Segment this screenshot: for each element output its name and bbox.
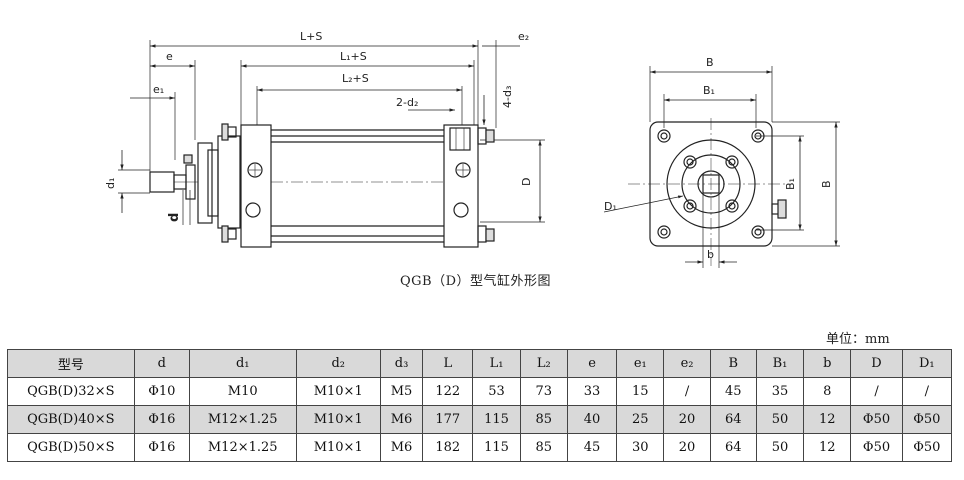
dim-e1: e₁ <box>153 83 164 96</box>
table-cell: 115 <box>472 433 521 462</box>
dim-e: e <box>166 50 173 63</box>
header-cell: L <box>422 349 474 378</box>
table-cell: M10×1 <box>295 377 381 406</box>
table-cell: Φ50 <box>850 405 903 434</box>
table-cell: / <box>850 377 903 406</box>
table-cell: 45 <box>566 433 618 462</box>
dim-d1-end: D₁ <box>604 200 617 213</box>
header-cell: B <box>709 349 757 378</box>
table-cell: 40 <box>566 405 618 434</box>
table-cell: 182 <box>422 433 474 462</box>
header-cell: d₂ <box>295 349 381 378</box>
table-cell: 115 <box>472 405 521 434</box>
dim-b1-top: B₁ <box>703 84 715 97</box>
dim-2-d2: 2-d₂ <box>396 96 418 109</box>
dim-l-s: L+S <box>300 30 322 43</box>
table-cell: 50 <box>755 433 805 462</box>
header-cell: D₁ <box>901 349 953 378</box>
table-cell: 20 <box>663 405 711 434</box>
table-row: QGB(D)50×S Φ16 M12×1.25 M10×1 M6 182 115… <box>7 433 953 462</box>
table-cell: 50 <box>755 405 805 434</box>
header-cell: d₃ <box>379 349 424 378</box>
table-cell: Φ50 <box>901 433 953 462</box>
table-cell: 45 <box>709 377 757 406</box>
table-header-row: 型号 d d₁ d₂ d₃ L L₁ L₂ e e₁ e₂ B B₁ b D D… <box>7 349 953 378</box>
header-cell: d <box>133 349 190 378</box>
dim-b1-side: B₁ <box>784 178 797 190</box>
header-cell: 型号 <box>7 349 135 378</box>
header-cell: L₁ <box>472 349 521 378</box>
table-cell: QGB(D)50×S <box>7 433 135 462</box>
unit-label: 单位：mm <box>826 332 890 347</box>
table-cell: Φ16 <box>133 405 190 434</box>
table-cell: 122 <box>422 377 474 406</box>
table-cell: M12×1.25 <box>188 433 297 462</box>
dim-b-top: B <box>706 56 714 69</box>
table-cell: QGB(D)32×S <box>7 377 135 406</box>
table-cell: 85 <box>519 433 568 462</box>
table-cell: M5 <box>379 377 424 406</box>
dim-e2: e₂ <box>518 30 529 43</box>
header-cell: b <box>803 349 852 378</box>
table-cell: M6 <box>379 433 424 462</box>
table-cell: 20 <box>663 433 711 462</box>
table-row: QGB(D)32×S Φ10 M10 M10×1 M5 122 53 73 33… <box>7 377 953 406</box>
table-cell: 35 <box>755 377 805 406</box>
table-cell: 177 <box>422 405 474 434</box>
header-cell: D <box>850 349 903 378</box>
table-cell: Φ10 <box>133 377 190 406</box>
table-cell: 15 <box>616 377 665 406</box>
table-cell: M6 <box>379 405 424 434</box>
dim-4-d3: 4-d₃ <box>501 86 514 108</box>
table-cell: 64 <box>709 405 757 434</box>
end-view <box>603 66 840 268</box>
header-cell: e₂ <box>663 349 711 378</box>
header-cell: L₂ <box>519 349 568 378</box>
table-cell: 33 <box>566 377 618 406</box>
table-cell: Φ50 <box>901 405 953 434</box>
table-cell: 85 <box>519 405 568 434</box>
table-cell: 12 <box>803 433 852 462</box>
table-cell: 25 <box>616 405 665 434</box>
header-cell: d₁ <box>188 349 297 378</box>
table-cell: Φ50 <box>850 433 903 462</box>
table-cell: M10×1 <box>295 433 381 462</box>
header-cell: B₁ <box>755 349 805 378</box>
table-cell: / <box>901 377 953 406</box>
table-cell: M12×1.25 <box>188 405 297 434</box>
dim-b-slot: b <box>707 248 714 261</box>
header-cell: e₁ <box>616 349 665 378</box>
header-cell: e <box>566 349 618 378</box>
table-row: QGB(D)40×S Φ16 M12×1.25 M10×1 M6 177 115… <box>7 405 953 434</box>
dimension-table: 型号 d d₁ d₂ d₃ L L₁ L₂ e e₁ e₂ B B₁ b D D… <box>7 349 953 462</box>
figure-caption: QGB（D）型气缸外形图 <box>400 274 552 289</box>
table-cell: 12 <box>803 405 852 434</box>
table-cell: Φ16 <box>133 433 190 462</box>
table-cell: 30 <box>616 433 665 462</box>
table-cell: 53 <box>472 377 521 406</box>
table-cell: M10 <box>188 377 297 406</box>
table-cell: M10×1 <box>295 405 381 434</box>
dim-b-side: B <box>820 180 833 188</box>
table-cell: 64 <box>709 433 757 462</box>
table-cell: 73 <box>519 377 568 406</box>
dim-l2-s: L₂+S <box>342 72 369 85</box>
dim-d1: d₁ <box>104 178 117 189</box>
dim-d-rod: d <box>167 213 182 222</box>
dim-d-big: D <box>520 178 533 186</box>
side-view <box>118 40 545 248</box>
cylinder-outline-drawing: L+S e₂ e L₁+S e₁ L₂+S 2-d₂ 4-d₃ d₁ D d <box>104 30 840 268</box>
dim-l1-s: L₁+S <box>340 50 367 63</box>
table-cell: / <box>663 377 711 406</box>
table-cell: QGB(D)40×S <box>7 405 135 434</box>
table-cell: 8 <box>803 377 852 406</box>
